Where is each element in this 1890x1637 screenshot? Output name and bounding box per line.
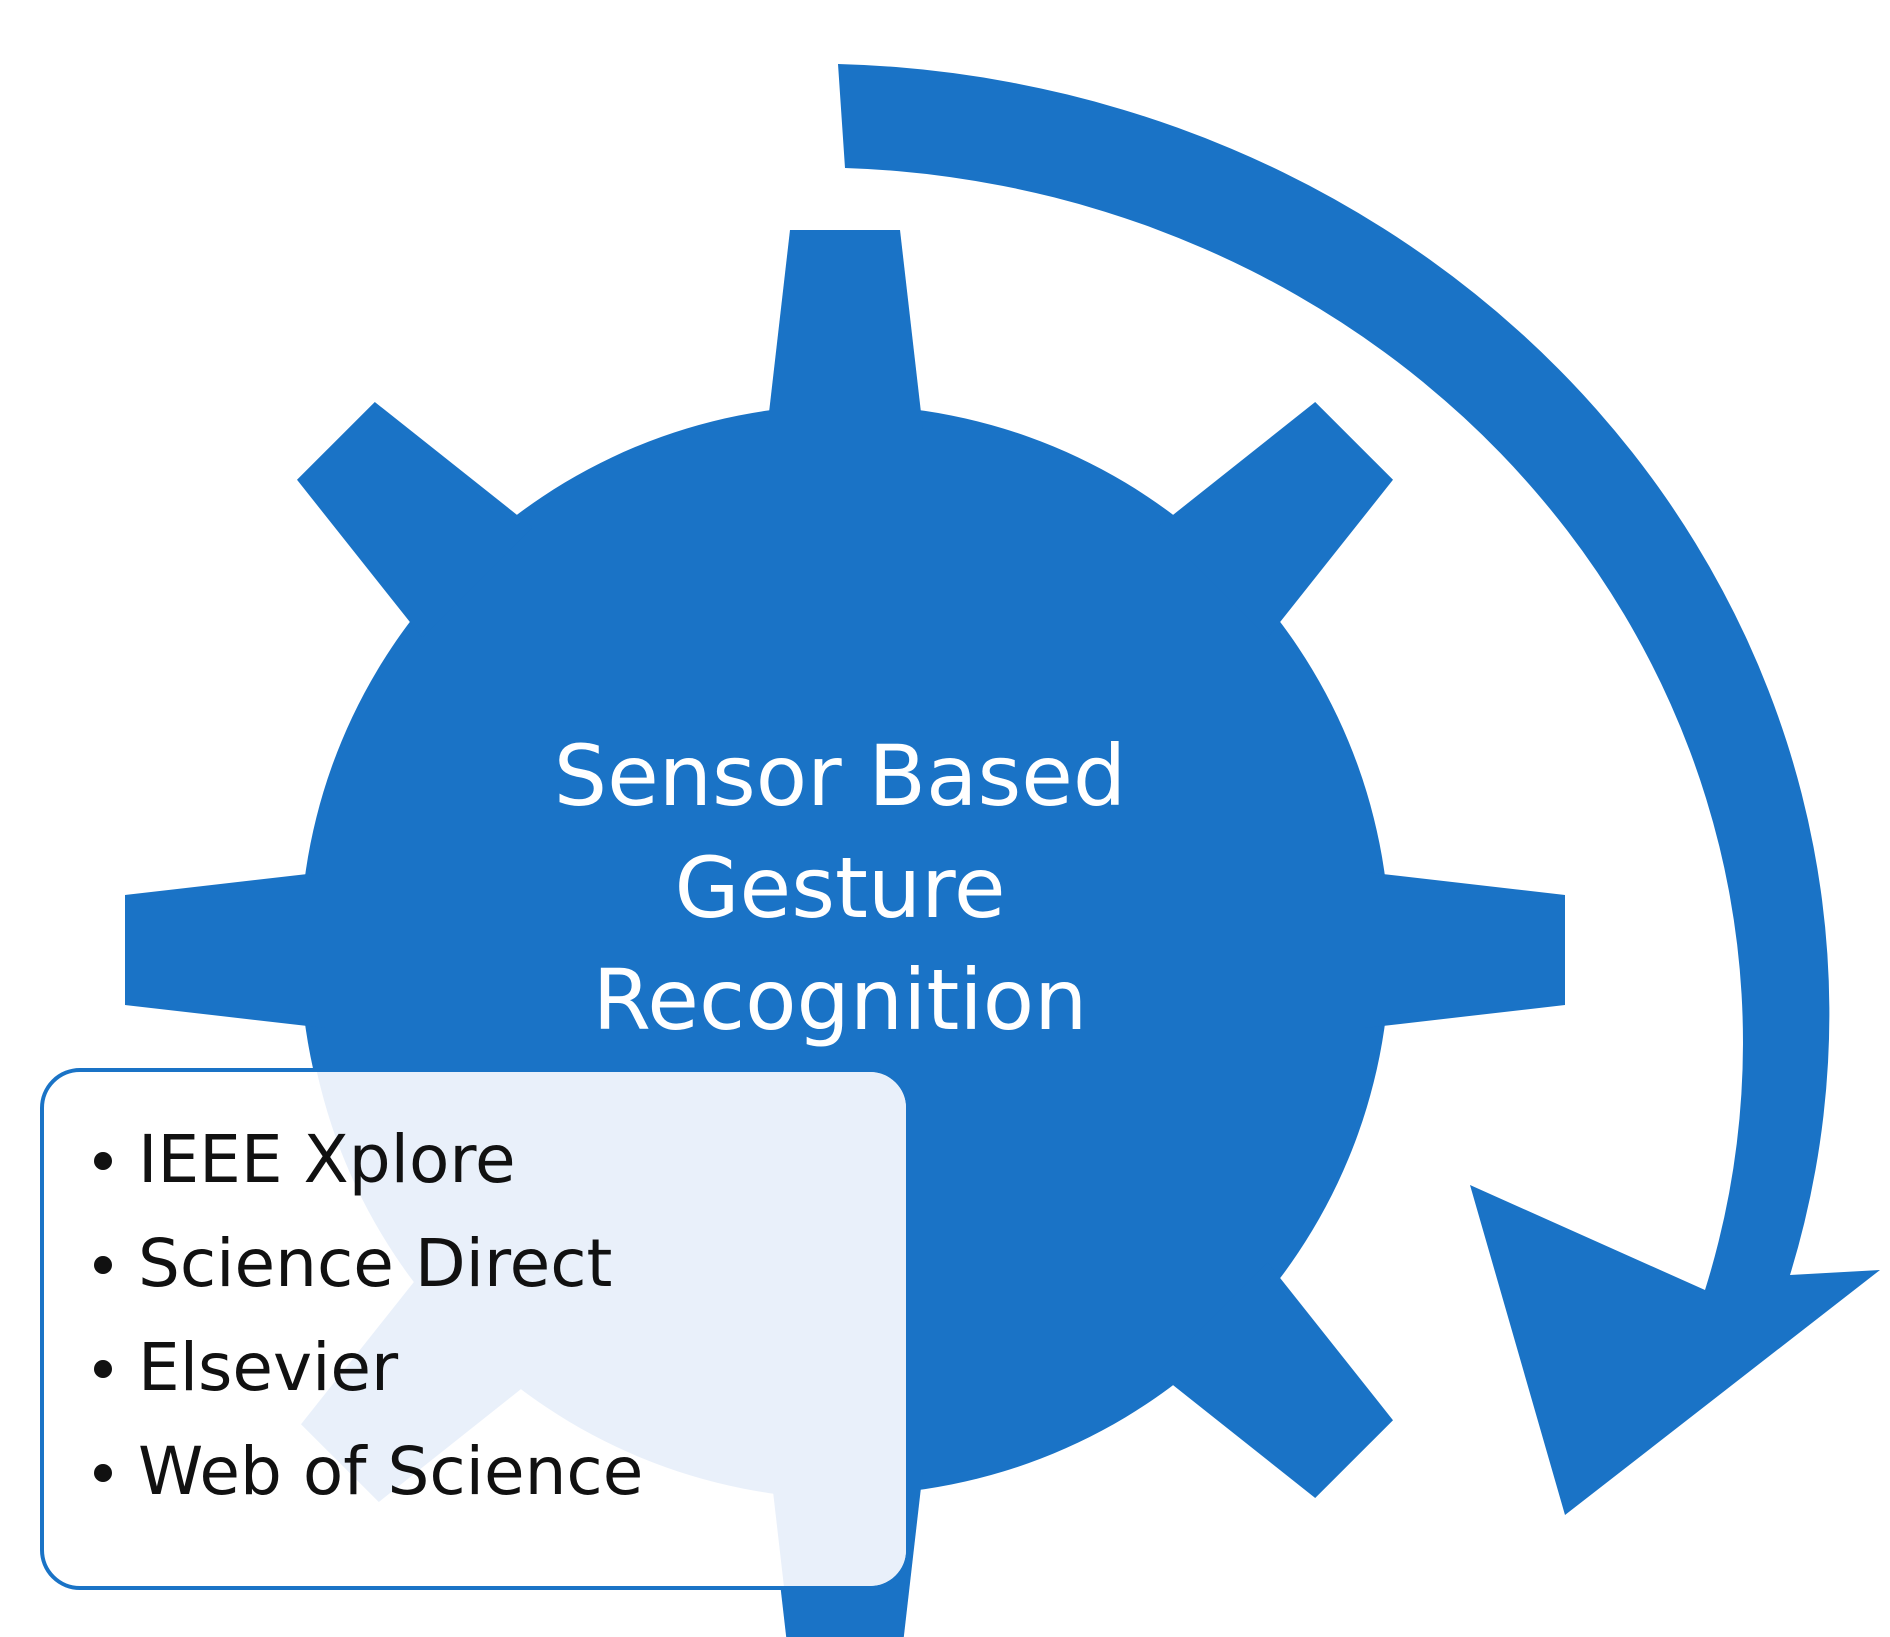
gear-title-line-2: Gesture	[674, 839, 1006, 937]
gear-tooth	[771, 1474, 906, 1586]
list-item-label: Science Direct	[138, 1225, 613, 1302]
gear-tooth	[1365, 872, 1565, 1028]
list-item: IEEE Xplore	[94, 1108, 643, 1212]
list-item-label: Web of Science	[138, 1433, 644, 1510]
gear-tooth	[1157, 402, 1393, 638]
sources-box: IEEE Xplore Science Direct Elsevier Web …	[40, 1068, 910, 1590]
sources-box-gear-shadow	[301, 1072, 906, 1586]
gear-title-line-3: Recognition	[592, 951, 1088, 1049]
list-item: Science Direct	[94, 1212, 643, 1316]
bullet-dot	[94, 1256, 112, 1274]
gear-tooth	[297, 402, 533, 638]
gear-tooth	[1157, 1262, 1393, 1498]
bullet-dot	[94, 1152, 112, 1170]
list-item-label: IEEE Xplore	[138, 1121, 516, 1198]
bullet-dot	[94, 1464, 112, 1482]
gear-tooth	[125, 872, 325, 1028]
gear-tooth	[767, 230, 923, 430]
list-item: Elsevier	[94, 1316, 643, 1420]
gear-title-line-1: Sensor Based	[553, 727, 1127, 825]
list-item-label: Elsevier	[138, 1329, 399, 1406]
gear-title: Sensor Based Gesture Recognition	[470, 720, 1210, 1056]
list-item: Web of Science	[94, 1420, 643, 1524]
gear-tooth	[301, 1266, 537, 1502]
bullet-dot	[94, 1360, 112, 1378]
sources-list: IEEE Xplore Science Direct Elsevier Web …	[94, 1108, 643, 1524]
